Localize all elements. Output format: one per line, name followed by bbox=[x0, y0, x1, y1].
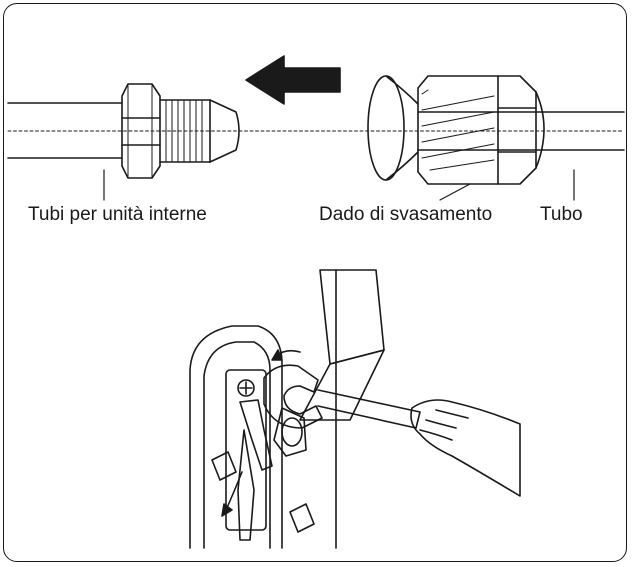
diagram-frame bbox=[3, 3, 627, 562]
flare-nut-label: Dado di svasamento bbox=[319, 204, 493, 225]
rotation-arrow-bottom bbox=[225, 471, 243, 511]
hand bbox=[410, 399, 521, 497]
flare-nut-on-unit bbox=[273, 407, 307, 457]
flare-nut bbox=[417, 75, 545, 185]
rotation-arrowhead-top bbox=[271, 349, 283, 361]
torque-wrench-icon bbox=[263, 364, 421, 429]
indoor-pipe-vertical bbox=[299, 269, 385, 421]
direction-arrow-icon bbox=[245, 55, 341, 105]
unit-wall-panel bbox=[189, 269, 337, 549]
flare-nut-leader bbox=[439, 183, 471, 201]
indoor-unit-pipe bbox=[7, 102, 123, 159]
flare-bell bbox=[367, 75, 419, 181]
threaded-flare-end bbox=[159, 99, 240, 163]
pipe-label: Tubo bbox=[540, 204, 583, 225]
adjustable-wrench-icon bbox=[237, 399, 273, 541]
indoor-pipes-label: Tubi per unità interne bbox=[28, 204, 207, 225]
rotation-arrowhead-bottom bbox=[221, 503, 233, 517]
connecting-pipe bbox=[417, 111, 625, 151]
valve-body bbox=[211, 369, 315, 533]
